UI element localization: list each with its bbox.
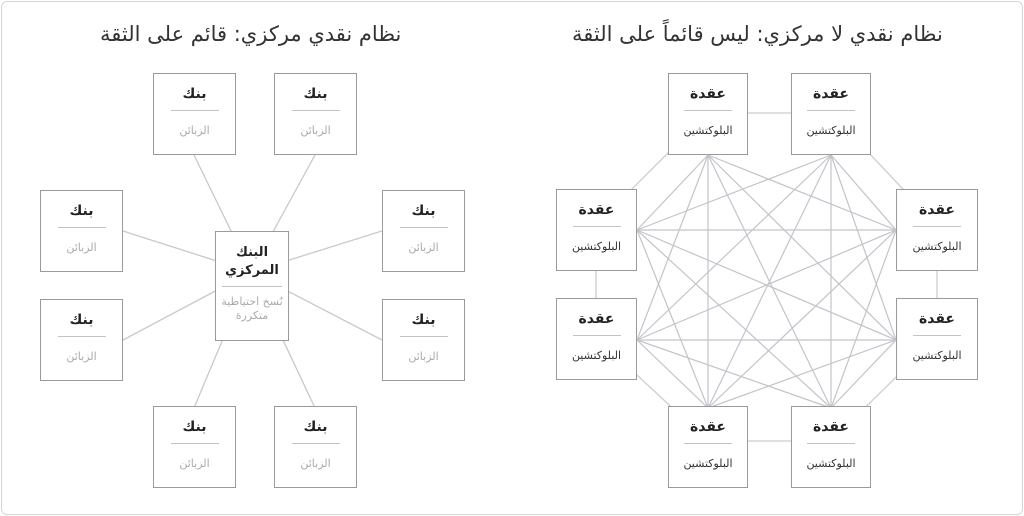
bank-label: بنك [69,312,94,328]
central-bank-label: البنك المركزي [225,245,279,278]
blockchain-node: عقدة البلوكتشين [896,298,978,380]
bank-label: بنك [411,312,436,328]
blockchain-label: البلوكتشين [571,240,622,253]
node-label: عقدة [919,311,955,327]
bank-node: بنك الزبائن [382,190,465,272]
blockchain-node: عقدة البلوكتشين [668,73,748,155]
customers-label: الزبائن [179,457,210,470]
customers-label: الزبائن [408,241,439,254]
node-label: عقدة [813,86,849,102]
blockchain-label: البلوكتشين [912,349,962,362]
bank-node: بنك الزبائن [153,406,236,488]
blockchain-node: عقدة البلوكتشين [896,189,978,271]
blockchain-label: البلوكتشين [912,240,962,253]
blockchain-label: البلوكتشين [806,124,856,137]
blockchain-node: عقدة البلوكتشين [791,406,871,488]
frequent-backups-label: نُسخ احتياطية متكررة [221,295,283,322]
divider [572,226,621,227]
node-label: عقدة [813,419,849,435]
blockchain-label: البلوكتشين [806,457,856,470]
central-bank-node: البنك المركزي نُسخ احتياطية متكررة [215,231,289,341]
node-label: عقدة [578,311,615,327]
divider [291,110,340,111]
customers-label: الزبائن [179,124,210,137]
node-label: عقدة [919,202,955,218]
decentralized-system-title: نظام نقدي لا مركزي: ليس قائماً على الثقة [572,22,943,46]
bank-node: بنك الزبائن [274,406,357,488]
bank-node: بنك الزبائن [274,73,357,155]
customers-label: الزبائن [408,350,439,363]
customers-label: الزبائن [300,457,331,470]
divider [913,226,961,227]
divider [170,443,219,444]
blockchain-label: البلوكتشين [683,457,733,470]
node-ring-links [595,112,938,442]
bank-label: بنك [411,203,436,219]
node-label: عقدة [690,86,726,102]
blockchain-label: البلوكتشين [571,349,622,362]
divider [807,443,855,444]
blockchain-node: عقدة البلوكتشين [791,73,871,155]
bank-label: بنك [182,86,207,102]
divider [57,336,106,337]
divider [807,110,855,111]
node-label: عقدة [690,419,726,435]
divider [170,110,219,111]
blockchain-node: عقدة البلوكتشين [556,298,637,380]
bank-node: بنك الزبائن [382,299,465,381]
customers-label: الزبائن [300,124,331,137]
node-mesh-links [636,154,897,409]
divider [684,443,732,444]
divider [399,227,448,228]
divider [57,227,106,228]
divider [913,335,961,336]
divider [399,336,448,337]
bank-node: بنك الزبائن [40,299,123,381]
bank-label: بنك [303,419,328,435]
blockchain-node: عقدة البلوكتشين [668,406,748,488]
bank-label: بنك [69,203,94,219]
customers-label: الزبائن [66,241,97,254]
blockchain-node: عقدة البلوكتشين [556,189,637,271]
node-label: عقدة [578,202,615,218]
centralized-system-title: نظام نقدي مركزي: قائم على الثقة [100,22,402,46]
divider [572,335,621,336]
customers-label: الزبائن [66,350,97,363]
bank-node: بنك الزبائن [40,190,123,272]
bank-node: بنك الزبائن [153,73,236,155]
bank-label: بنك [303,86,328,102]
bank-label: بنك [182,419,207,435]
divider [222,286,282,287]
divider [291,443,340,444]
divider [684,110,732,111]
blockchain-label: البلوكتشين [683,124,733,137]
